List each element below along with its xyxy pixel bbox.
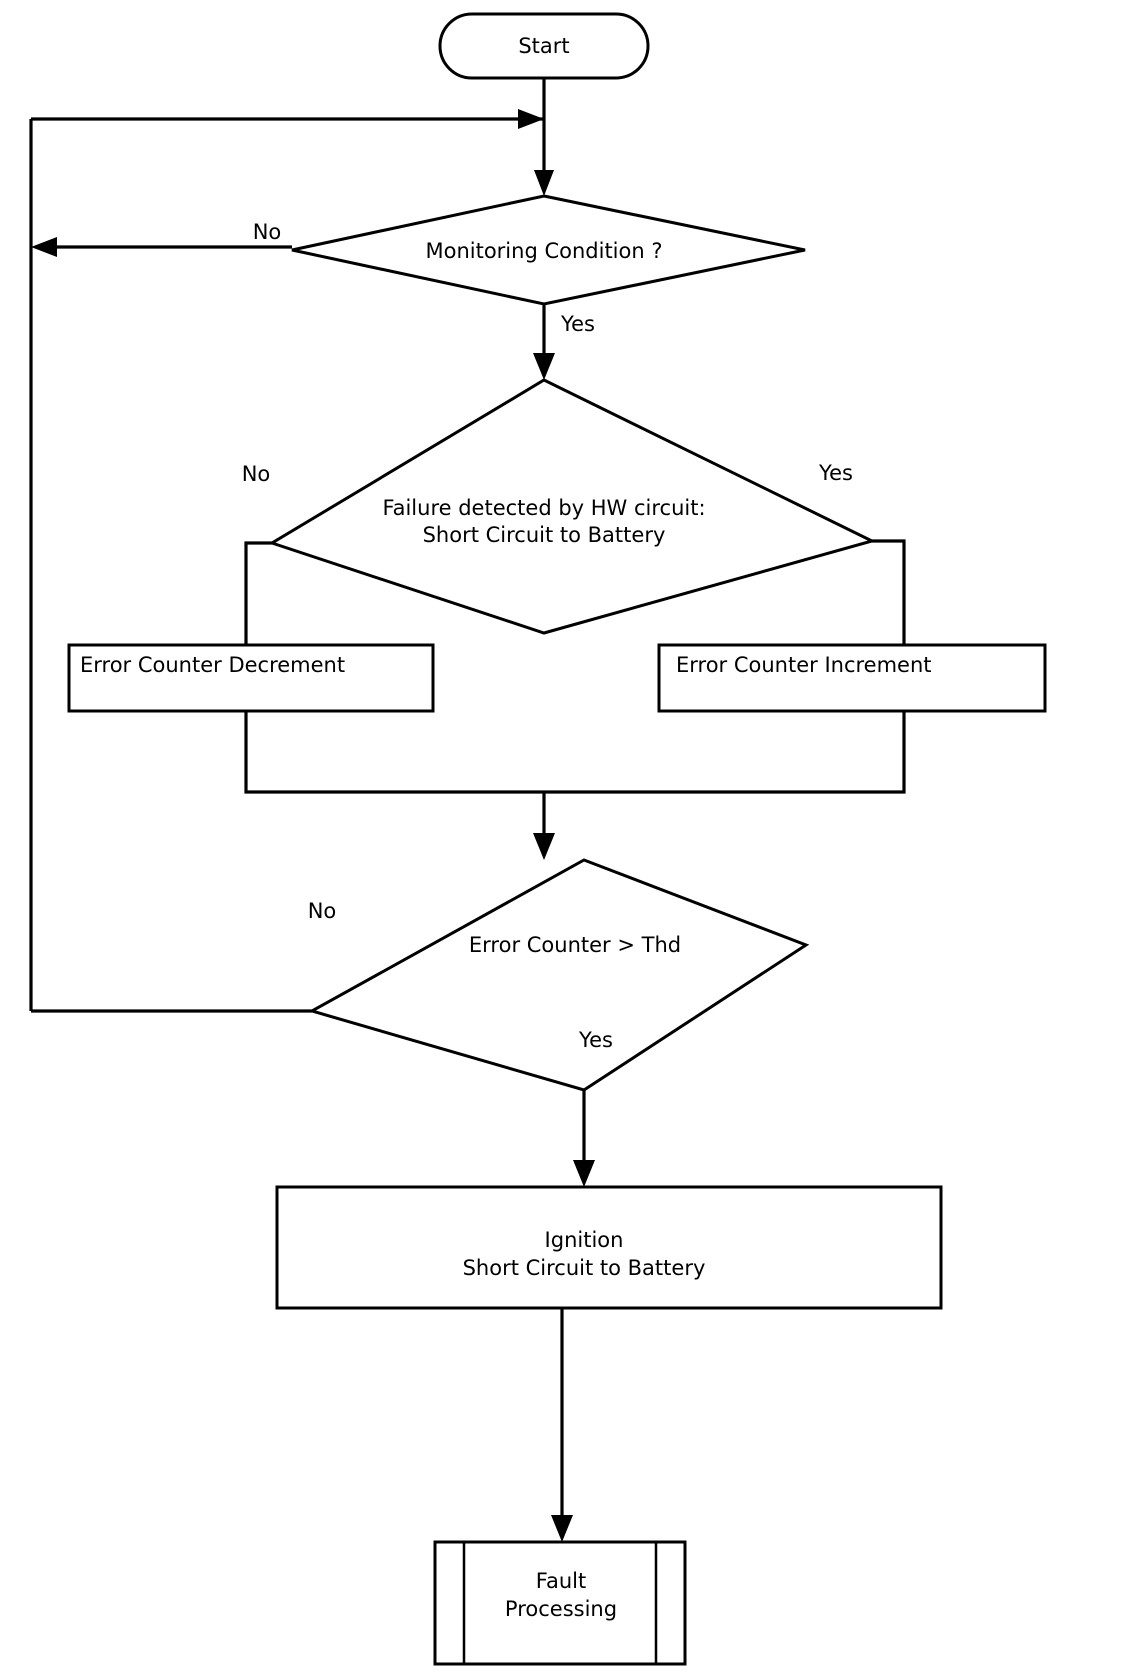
edge-label-failure-yes: Yes <box>818 461 853 485</box>
ignition-shape <box>275 1185 943 1310</box>
node-fault-processing[interactable]: Fault Processing <box>433 1540 687 1666</box>
connector-counters-merge <box>244 711 906 794</box>
start-shape <box>438 12 650 80</box>
arrowhead-ignition-top <box>573 1160 595 1187</box>
arrowhead-monitoring-no <box>31 237 57 257</box>
fault-processing-label-line1: Fault <box>536 1569 586 1593</box>
edge-label-monitoring-yes: Yes <box>560 312 595 336</box>
arrowhead-failure-top <box>533 353 555 380</box>
node-failure-detected[interactable]: Failure detected by HW circuit: Short Ci… <box>268 378 877 635</box>
error-counter-threshold-label: Error Counter > Thd <box>469 933 681 957</box>
arrowhead-loop-rejoin <box>518 109 544 129</box>
node-error-counter-decrement[interactable]: Error Counter Decrement <box>67 643 435 713</box>
start-label: Start <box>518 34 569 58</box>
node-error-counter-increment[interactable]: Error Counter Increment <box>657 643 1047 713</box>
error-counter-decrement-shape <box>67 643 435 713</box>
failure-detected-label-line2: Short Circuit to Battery <box>423 523 666 547</box>
error-counter-threshold-shape <box>308 858 810 1092</box>
connector-failure-no <box>244 541 272 682</box>
edge-label-threshold-yes: Yes <box>578 1028 613 1052</box>
failure-detected-shape <box>268 378 877 635</box>
connector-failure-yes <box>872 539 906 682</box>
monitoring-condition-label: Monitoring Condition ? <box>425 239 662 263</box>
error-counter-increment-shape <box>657 643 1047 713</box>
failure-detected-label-line1: Failure detected by HW circuit: <box>382 496 705 520</box>
arrowhead-threshold-top <box>533 833 555 860</box>
ignition-label-line2: Short Circuit to Battery <box>463 1256 706 1280</box>
edge-label-threshold-no: No <box>308 899 337 923</box>
arrowhead-monitoring-top <box>534 170 554 196</box>
error-counter-decrement-label: Error Counter Decrement <box>80 653 345 677</box>
node-monitoring-condition[interactable]: Monitoring Condition ? <box>291 194 806 306</box>
error-counter-increment-label: Error Counter Increment <box>676 653 932 677</box>
monitoring-condition-shape <box>291 194 806 306</box>
fault-processing-label-line2: Processing <box>505 1597 617 1621</box>
ignition-label-line1: Ignition <box>545 1228 624 1252</box>
node-start[interactable]: Start <box>438 12 650 80</box>
fault-processing-shape <box>433 1540 687 1666</box>
arrowhead-fault-top <box>551 1515 573 1542</box>
node-ignition[interactable]: Ignition Short Circuit to Battery <box>275 1185 943 1310</box>
edge-label-failure-no: No <box>242 462 271 486</box>
node-error-counter-threshold[interactable]: Error Counter > Thd <box>308 858 810 1092</box>
edge-label-monitoring-no: No <box>253 220 282 244</box>
